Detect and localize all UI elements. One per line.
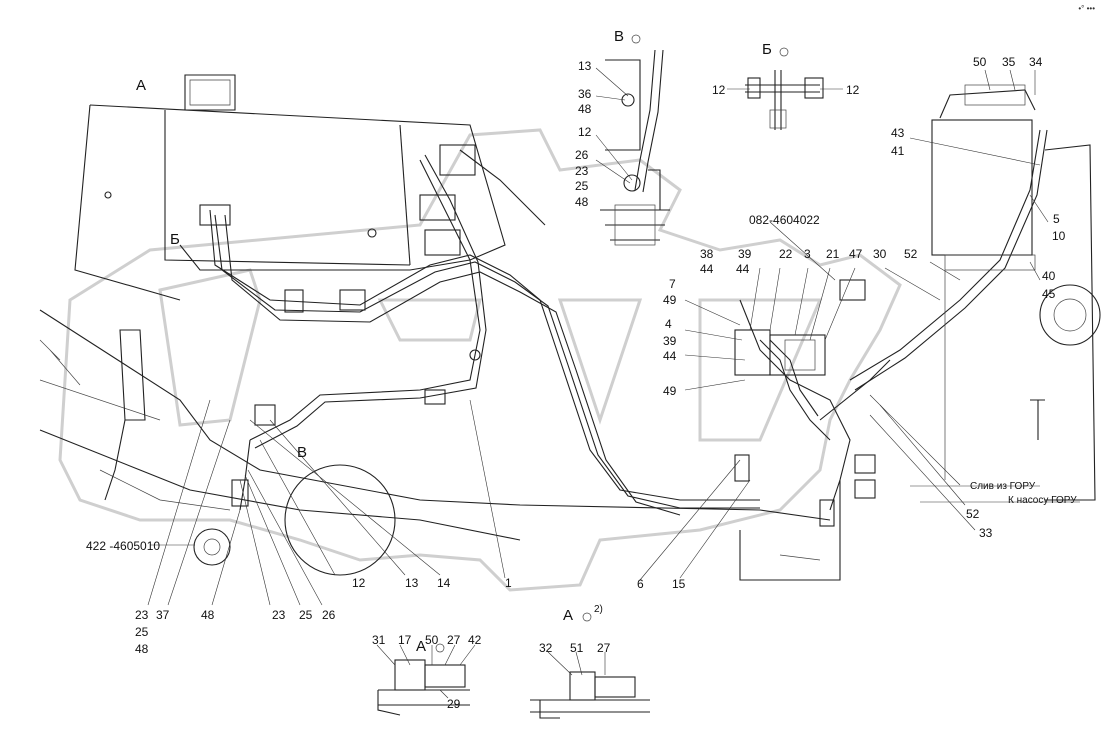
- watermark-gear: [58, 128, 902, 592]
- callout: 52: [904, 247, 918, 261]
- callout: 44: [663, 349, 677, 363]
- callout: 36: [578, 87, 592, 101]
- callout: 51: [570, 641, 584, 655]
- callout: 12: [578, 125, 592, 139]
- view-label-a-bottom2-note: 2): [594, 604, 603, 615]
- view-markers: [435, 34, 789, 653]
- callout: 39: [738, 247, 752, 261]
- callout: 14: [437, 576, 451, 590]
- callout: 43: [891, 126, 905, 140]
- steering-valve: [734, 279, 866, 441]
- view-a-detail-1: [377, 659, 470, 716]
- view-label-a-main: А: [136, 77, 147, 94]
- callout: 31: [372, 633, 386, 647]
- callout: 12: [846, 83, 860, 97]
- callout: 52: [966, 507, 980, 521]
- callout: 7: [669, 277, 676, 291]
- callout: 27: [597, 641, 611, 655]
- callout: 26: [322, 608, 336, 622]
- callout: 29: [447, 697, 461, 711]
- view-label-b-main: Б: [170, 231, 180, 248]
- callout: 50: [973, 55, 987, 69]
- callout: 34: [1029, 55, 1043, 69]
- annotation-drain: Слив из ГОРУ: [970, 481, 1036, 492]
- oil-tank: [931, 84, 1036, 480]
- callout: 10: [1052, 229, 1066, 243]
- callout: 32: [539, 641, 553, 655]
- callout: 1: [505, 576, 512, 590]
- part-code-082: 082-4604022: [749, 213, 820, 227]
- view-b-detail: [745, 70, 824, 130]
- callout: 25: [575, 179, 589, 193]
- callout: 22: [779, 247, 793, 261]
- callout: 40: [1042, 269, 1056, 283]
- view-label-v-main: В: [297, 444, 308, 461]
- callout: 42: [468, 633, 482, 647]
- callout: 30: [873, 247, 887, 261]
- callout: 35: [1002, 55, 1016, 69]
- callout: 17: [398, 633, 412, 647]
- callout: 6: [637, 577, 644, 591]
- main-hoses: [209, 129, 1048, 516]
- leader-lines: [147, 67, 1080, 699]
- view-label-b-top: Б: [762, 41, 772, 58]
- wheel-hub: [39, 329, 396, 576]
- annotation-to-pump: К насосу ГОРУ: [1008, 495, 1077, 506]
- callout: 27: [447, 633, 461, 647]
- callout: 26: [575, 148, 589, 162]
- callout: 44: [700, 262, 714, 276]
- corner-mark: •° •••: [1078, 4, 1095, 13]
- callout: 49: [663, 293, 677, 307]
- callout: 5: [1053, 212, 1060, 226]
- callout: 37: [156, 608, 170, 622]
- frame-and-tank: [39, 74, 831, 541]
- callout: 23: [575, 164, 589, 178]
- callout: 23: [272, 608, 286, 622]
- callout: 25: [135, 625, 149, 639]
- callout: 3: [804, 247, 811, 261]
- callout: 21: [826, 247, 840, 261]
- callout: 33: [979, 526, 993, 540]
- view-label-a-bottom1: А: [416, 638, 427, 655]
- rear-axle-housing: [739, 144, 1101, 581]
- fittings: [104, 144, 876, 527]
- callout: 48: [201, 608, 215, 622]
- view-v-detail: [600, 49, 670, 246]
- callout: 49: [663, 384, 677, 398]
- callout: 38: [700, 247, 714, 261]
- callout: 44: [736, 262, 750, 276]
- view-a-detail-2: [530, 671, 650, 719]
- callout: 25: [299, 608, 313, 622]
- view-label-a-bottom2: А: [563, 607, 574, 624]
- callout: 23: [135, 608, 149, 622]
- callout: 4: [665, 317, 672, 331]
- callout: 48: [575, 195, 589, 209]
- view-label-v-top: В: [614, 28, 625, 45]
- callout: 50: [425, 633, 439, 647]
- callout: 13: [405, 576, 419, 590]
- callout: 15: [672, 577, 686, 591]
- callout: 47: [849, 247, 863, 261]
- callout: 48: [578, 102, 592, 116]
- callout: 41: [891, 144, 905, 158]
- callout: 45: [1042, 287, 1056, 301]
- callout: 12: [352, 576, 366, 590]
- callout: 12: [712, 83, 726, 97]
- callout: 39: [663, 334, 677, 348]
- callout: 13: [578, 59, 592, 73]
- part-code-422: 422 -4605010: [86, 539, 161, 553]
- callout: 48: [135, 642, 149, 656]
